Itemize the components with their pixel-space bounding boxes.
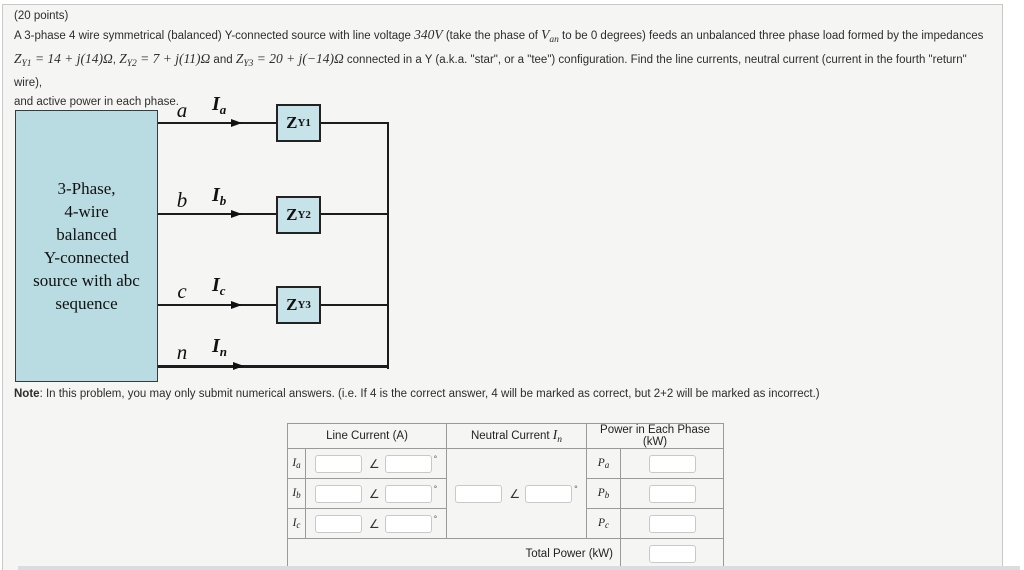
ia-angle-input[interactable] bbox=[384, 454, 432, 473]
problem-line-1: A 3-phase 4 wire symmetrical (balanced) … bbox=[14, 27, 984, 45]
answer-table: Line Current (A) Neutral Current In Powe… bbox=[287, 423, 725, 569]
row-label-pc: Pc bbox=[586, 508, 621, 539]
row-label-pa: Pa bbox=[586, 448, 621, 479]
row-label-ib: Ib bbox=[287, 478, 306, 509]
header-line-current: Line Current (A) bbox=[287, 423, 447, 449]
degree-symbol: ° bbox=[433, 453, 438, 464]
neutral-answer-cell: ∠° bbox=[446, 448, 587, 539]
ic-magnitude-input[interactable] bbox=[314, 514, 362, 533]
angle-icon: ∠ bbox=[368, 516, 380, 531]
total-power-label: Total Power (kW) bbox=[287, 538, 621, 569]
pb-answer-cell bbox=[619, 478, 725, 509]
ib-angle-input[interactable] bbox=[384, 484, 432, 503]
ic-angle-input[interactable] bbox=[384, 514, 432, 533]
ia-magnitude-input[interactable] bbox=[314, 454, 362, 473]
problem-line-2: ZY1 = 14 + j(14)Ω, ZY2 = 7 + j(11)Ω and … bbox=[14, 51, 967, 89]
total-answer-cell bbox=[619, 538, 725, 569]
points-label: (20 points) bbox=[14, 10, 69, 22]
row-label-ia: Ia bbox=[287, 448, 306, 479]
pb-input[interactable] bbox=[648, 484, 696, 503]
degree-symbol: ° bbox=[433, 483, 438, 494]
angle-icon: ∠ bbox=[368, 456, 380, 471]
note-label: Note bbox=[14, 388, 40, 400]
header-neutral-current: Neutral Current In bbox=[446, 423, 587, 449]
pc-answer-cell bbox=[619, 508, 725, 539]
ib-magnitude-input[interactable] bbox=[314, 484, 362, 503]
degree-symbol: ° bbox=[433, 513, 438, 524]
problem-line-3: and active power in each phase. bbox=[14, 96, 179, 108]
angle-icon: ∠ bbox=[368, 486, 380, 501]
scrollbar-track[interactable] bbox=[18, 566, 1020, 570]
problem-statement: (20 points) A 3-phase 4 wire symmetrical… bbox=[14, 8, 989, 110]
in-magnitude-input[interactable] bbox=[455, 484, 503, 503]
ib-answer-cell: ∠° bbox=[305, 478, 447, 509]
ic-answer-cell: ∠° bbox=[305, 508, 447, 539]
row-label-pb: Pb bbox=[586, 478, 621, 509]
row-label-ic: Ic bbox=[287, 508, 306, 539]
degree-symbol: ° bbox=[574, 483, 578, 494]
in-angle-input[interactable] bbox=[525, 484, 573, 503]
total-power-input[interactable] bbox=[648, 544, 696, 563]
note: Note: In this problem, you may only subm… bbox=[14, 388, 820, 400]
pa-answer-cell bbox=[619, 448, 725, 479]
pc-input[interactable] bbox=[648, 514, 696, 533]
angle-icon: ∠ bbox=[509, 486, 521, 501]
ia-answer-cell: ∠° bbox=[305, 448, 447, 479]
header-power: Power in Each Phase (kW) bbox=[585, 423, 725, 449]
note-text: : In this problem, you may only submit n… bbox=[39, 388, 820, 400]
pa-input[interactable] bbox=[648, 454, 696, 473]
